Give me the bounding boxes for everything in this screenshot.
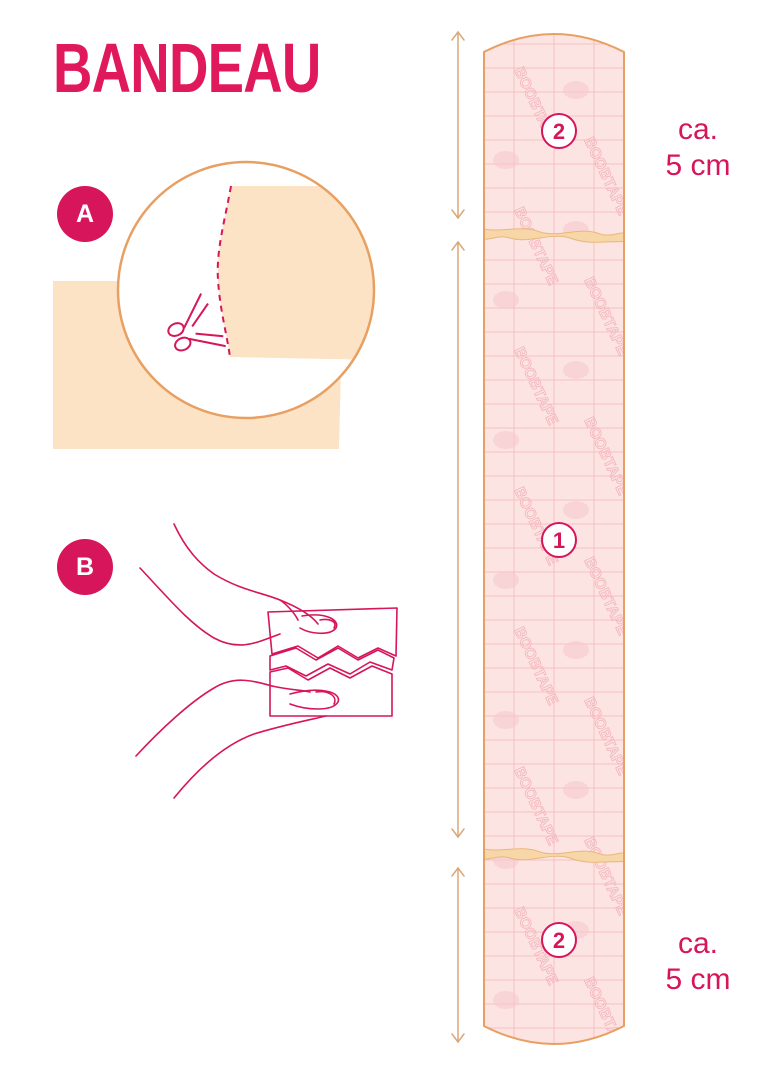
lower-hand-wrist [135, 679, 273, 757]
lower-tear-line [484, 847, 624, 863]
brand-logo-mark [493, 991, 519, 1009]
step-a-illustration [53, 160, 376, 449]
lower-tape-piece [269, 665, 393, 717]
brand-logo-mark [493, 151, 519, 169]
step-b-badge: B [57, 539, 113, 595]
page-title: BANDEAU [53, 29, 321, 107]
upper-hand-wrist [173, 523, 319, 625]
bottom-segment-length-label: ca. 5 cm [628, 926, 768, 998]
brand-logo-mark [493, 431, 519, 449]
segment-number-bottom: 2 [541, 922, 577, 958]
cut-line [216, 185, 232, 358]
brand-logo-mark [563, 781, 589, 799]
brand-logo-mark [563, 81, 589, 99]
measurement-arrows [451, 30, 465, 1044]
upper-hand-palm [139, 567, 281, 646]
zoomed-tape-edge [217, 186, 374, 360]
tape-strip-outline [483, 33, 625, 1045]
brand-logo-mark [563, 501, 589, 519]
top-segment-length-line2: 5 cm [665, 149, 731, 182]
segment-number-top: 2 [541, 113, 577, 149]
segment-number-middle-text: 1 [553, 528, 565, 553]
hands-tearing-tape-icon [135, 523, 398, 799]
upper-tape-piece [267, 607, 398, 659]
step-a-badge: A [57, 186, 113, 242]
zoom-circle-outline [116, 160, 376, 420]
brand-logo-mark [563, 361, 589, 379]
segment-number-top-text: 2 [553, 119, 565, 144]
segment-number-bottom-text: 2 [553, 928, 565, 953]
bottom-segment-length-line2: 5 cm [665, 963, 731, 996]
upper-thumb [299, 614, 338, 635]
tape-strip: BOOBTAPEBOOBTAPEBOOBTAPEBOOBTAPEBOOBTAPE… [483, 33, 625, 1045]
top-segment-length-line1: ca. [677, 113, 719, 146]
brand-logo-mark [563, 641, 589, 659]
brand-logo-mark [493, 291, 519, 309]
bottom-segment-length-line1: ca. [677, 927, 719, 960]
scissors-icon [167, 293, 226, 352]
lower-hand-palm [173, 715, 327, 799]
top-segment-length-label: ca. 5 cm [628, 112, 768, 184]
lower-thumb [289, 689, 340, 710]
segment-number-middle: 1 [541, 522, 577, 558]
brand-logo-mark [493, 711, 519, 729]
upper-tear-line [484, 227, 624, 243]
brand-logo-mark [493, 571, 519, 589]
torn-tape-strip [269, 647, 395, 677]
